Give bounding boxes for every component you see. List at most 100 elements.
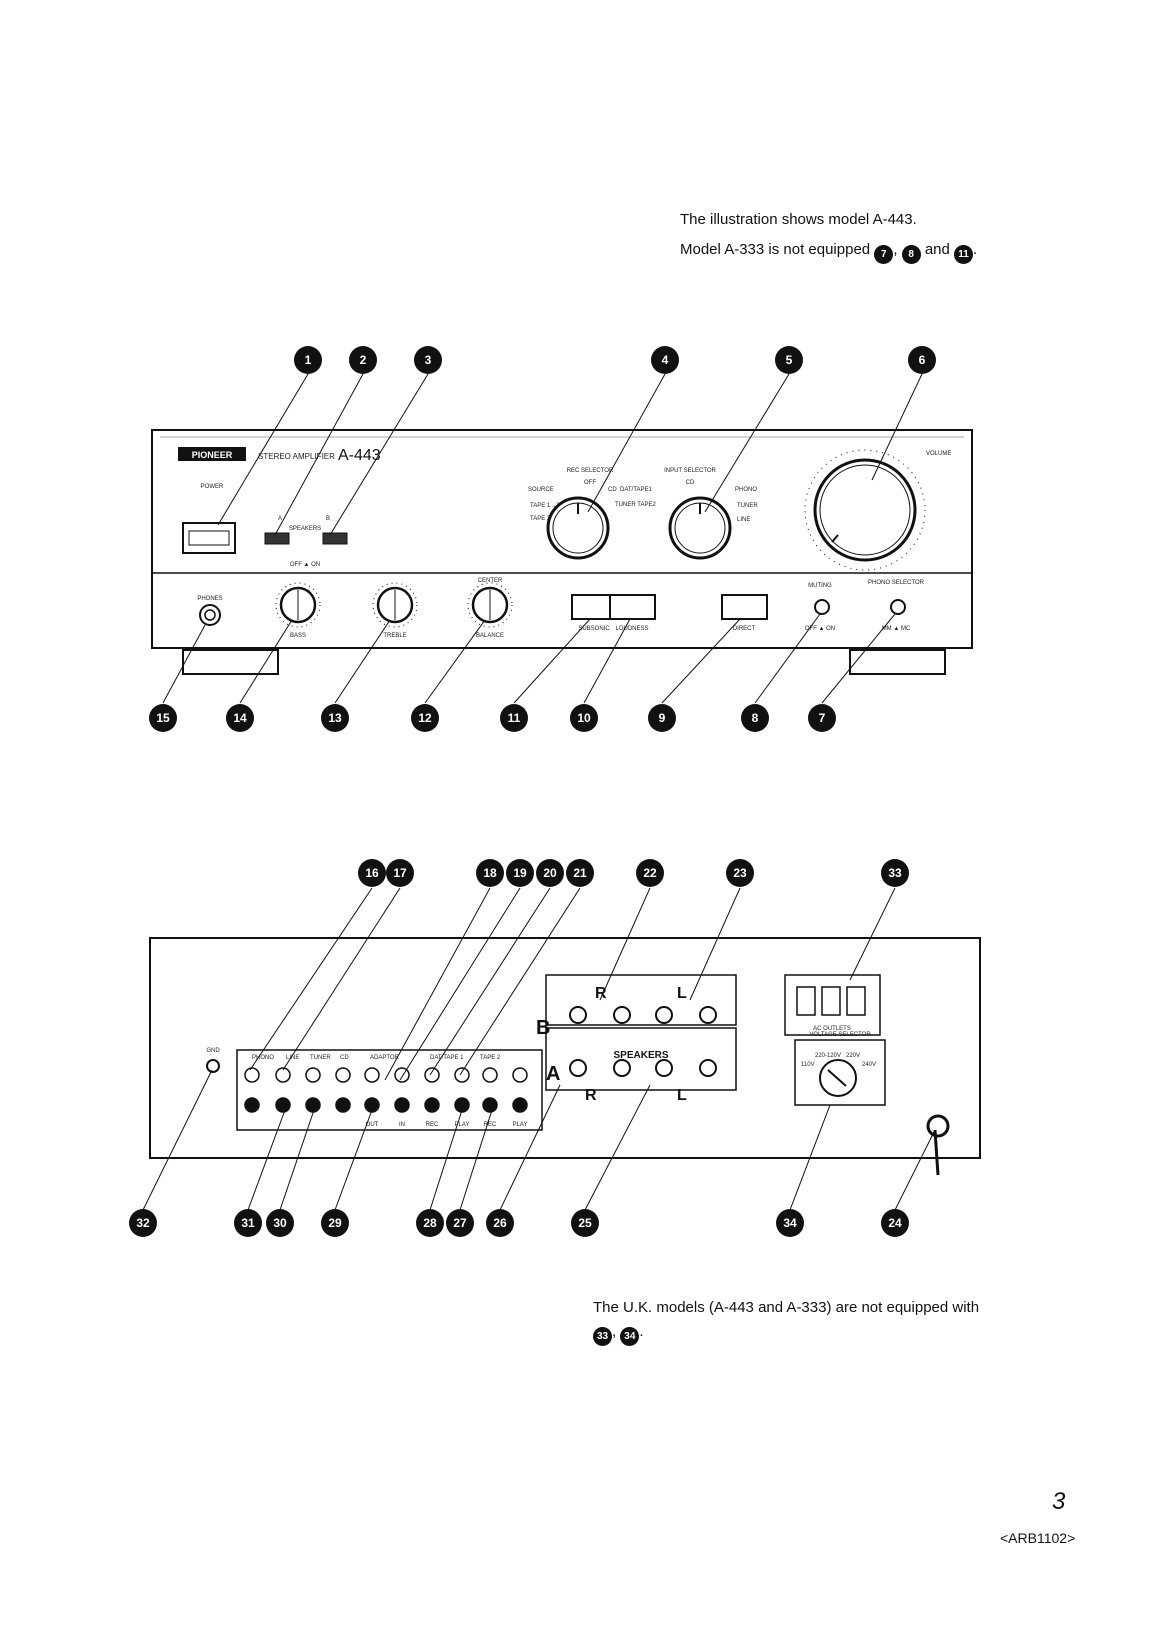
svg-text:20: 20	[543, 866, 557, 880]
phones-jack[interactable]	[199, 604, 221, 626]
rec-selector-knob[interactable]	[546, 496, 610, 560]
ref-badge-8: 8	[901, 245, 921, 264]
product-name: STEREO AMPLIFIER	[258, 452, 335, 461]
speakers-b-button[interactable]	[322, 532, 348, 545]
rear-panel: GND PHONO LINE TUNER CD ADAPTOR DAT/TAPE…	[149, 937, 981, 1176]
svg-text:TUNER TAPE2: TUNER TAPE2	[615, 502, 656, 508]
svg-text:R: R	[595, 985, 607, 1002]
phono-selector-button[interactable]	[890, 599, 906, 615]
svg-text:TAPE 1→2: TAPE 1→2	[530, 503, 560, 509]
note-uk-line-1: The U.K. models (A-443 and A-333) are no…	[593, 1299, 980, 1316]
svg-text:SOURCE: SOURCE	[528, 487, 554, 493]
svg-text:A: A	[278, 516, 282, 522]
note-model-illustration: The illustration shows model A-443. Mode…	[680, 205, 977, 265]
svg-text:TAPE 2: TAPE 2	[480, 1055, 501, 1061]
ref-badge-11: 11	[954, 245, 974, 264]
svg-text:REC: REC	[484, 1122, 497, 1128]
svg-text:32: 32	[136, 1216, 150, 1230]
svg-text:24: 24	[888, 1216, 902, 1230]
model-name: A-443	[338, 447, 381, 464]
svg-text:TAPE 2→1: TAPE 2→1	[530, 516, 560, 522]
svg-text:11: 11	[508, 711, 521, 725]
svg-text:CD: CD	[608, 487, 617, 493]
svg-text:220V: 220V	[846, 1053, 860, 1059]
svg-text:2: 2	[360, 353, 367, 367]
muting-label: MUTING	[808, 583, 832, 589]
svg-text:PHONO: PHONO	[252, 1055, 274, 1061]
svg-text:4: 4	[662, 353, 669, 367]
gnd-label: GND	[206, 1048, 220, 1054]
svg-text:TUNER: TUNER	[737, 503, 758, 509]
svg-text:15: 15	[156, 711, 170, 725]
svg-text:OFF ▲ ON: OFF ▲ ON	[290, 562, 320, 568]
svg-text:R: R	[585, 1087, 597, 1104]
power-button[interactable]	[182, 522, 236, 554]
svg-text:23: 23	[733, 866, 747, 880]
ref-badge-33: 33	[593, 1327, 612, 1346]
bass-label: BASS	[290, 633, 306, 639]
svg-text:DAT/TAPE1: DAT/TAPE1	[620, 487, 652, 493]
front-panel: PIONEER STEREO AMPLIFIER A-443 POWER SPE…	[151, 429, 973, 675]
direct-button[interactable]	[721, 594, 768, 620]
loudness-button[interactable]	[609, 594, 656, 620]
svg-text:26: 26	[493, 1216, 507, 1230]
svg-text:SUBSONIC: SUBSONIC	[578, 626, 610, 632]
note-uk-line-2: 33, 34.	[593, 1320, 1093, 1346]
speaker-b-label: B	[536, 1017, 550, 1039]
svg-text:OUT: OUT	[366, 1122, 379, 1128]
gnd-terminal[interactable]	[206, 1059, 220, 1073]
svg-text:CENTER: CENTER	[478, 578, 503, 584]
input-selector-label: INPUT SELECTOR	[664, 468, 716, 474]
callouts-front-bottom: 15 14 13 12 11 10 9 8 7	[149, 704, 836, 732]
front-leader-lines	[162, 373, 923, 704]
ac-outlets	[796, 986, 866, 1016]
svg-text:PLAY: PLAY	[455, 1122, 470, 1128]
page-number: 3	[1052, 1488, 1066, 1515]
note-line-2: Model A-333 is not equipped 7, 8 and 11.	[680, 235, 977, 265]
svg-text:ADAPTOR: ADAPTOR	[370, 1055, 400, 1061]
svg-text:OFF ▲ ON: OFF ▲ ON	[805, 626, 835, 632]
svg-text:MM ▲ MC: MM ▲ MC	[882, 626, 911, 632]
note-uk-models: The U.K. models (A-443 and A-333) are no…	[593, 1296, 1093, 1346]
speaker-terminals[interactable]	[569, 1006, 717, 1077]
svg-text:33: 33	[888, 866, 902, 880]
speakers-a-button[interactable]	[264, 532, 290, 545]
svg-text:30: 30	[273, 1216, 287, 1230]
voltage-selector-label: VOLTAGE SELECTOR	[809, 1032, 871, 1038]
svg-text:19: 19	[513, 866, 527, 880]
callouts-rear-top: 16 17 18 19 20 21 22 23 33	[358, 859, 909, 887]
svg-text:29: 29	[328, 1216, 342, 1230]
svg-text:5: 5	[786, 353, 793, 367]
svg-text:LOUDNESS: LOUDNESS	[615, 626, 648, 632]
volume-label: VOLUME	[926, 451, 951, 457]
svg-text:240V: 240V	[862, 1062, 876, 1068]
svg-text:L: L	[677, 985, 687, 1002]
svg-text:25: 25	[578, 1216, 592, 1230]
svg-text:L: L	[677, 1087, 687, 1104]
svg-text:6: 6	[919, 353, 926, 367]
svg-text:AC OUTLETS: AC OUTLETS	[813, 1026, 851, 1032]
input-jacks[interactable]	[244, 1067, 528, 1083]
ref-badge-7: 7	[874, 245, 894, 264]
balance-label: BALANCE	[476, 633, 504, 639]
svg-text:7: 7	[819, 711, 826, 725]
svg-text:16: 16	[365, 866, 379, 880]
callouts-rear-bottom: 32 31 30 29 28 27 26 25 34 24	[129, 1209, 909, 1237]
svg-text:CD: CD	[340, 1055, 349, 1061]
muting-button[interactable]	[814, 599, 830, 615]
svg-text:31: 31	[241, 1216, 255, 1230]
svg-text:TUNER: TUNER	[310, 1055, 331, 1061]
svg-text:110V: 110V	[801, 1062, 815, 1068]
svg-text:21: 21	[573, 866, 587, 880]
rear-leader-lines	[142, 887, 936, 1211]
svg-text:B: B	[326, 516, 330, 522]
speakers-label: SPEAKERS	[289, 526, 321, 532]
input-selector-knob[interactable]	[668, 496, 732, 560]
ref-badge-34: 34	[620, 1327, 640, 1346]
svg-text:17: 17	[393, 866, 407, 880]
svg-text:3: 3	[425, 353, 432, 367]
svg-text:PLAY: PLAY	[513, 1122, 528, 1128]
svg-text:REC: REC	[426, 1122, 439, 1128]
volume-knob[interactable]	[813, 458, 917, 562]
svg-text:9: 9	[659, 711, 666, 725]
